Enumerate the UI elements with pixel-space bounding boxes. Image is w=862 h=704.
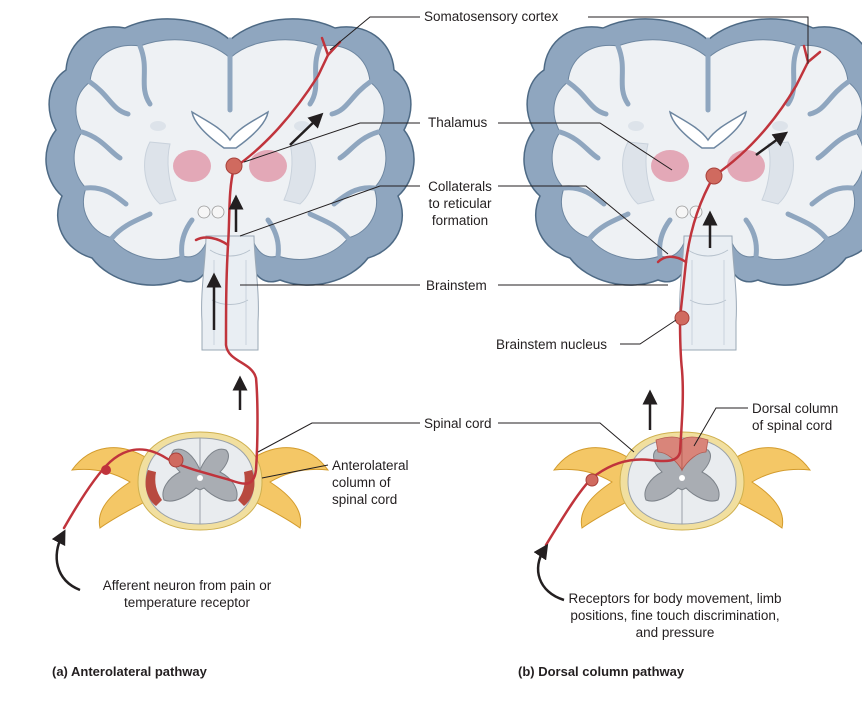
dorsal-column-line-2: of spinal cord xyxy=(752,418,833,433)
receptors-label: Receptors for body movement, limb positi… xyxy=(540,590,810,641)
brain-coronal-b xyxy=(524,19,862,350)
neuron-bodies-a xyxy=(101,157,243,475)
spinal-cord-section-b xyxy=(553,431,811,531)
afferent-line-1: Afferent neuron from pain or xyxy=(102,578,272,593)
caption-anterolateral: (a) Anterolateral pathway xyxy=(52,664,207,679)
spinal-cord-section-a xyxy=(71,431,329,531)
caption-dorsal-column: (b) Dorsal column pathway xyxy=(518,664,685,679)
collaterals-line-2: to reticular xyxy=(428,196,492,211)
anterolateral-line-3: spinal cord xyxy=(332,492,398,507)
anterolateral-line-2: column of xyxy=(332,475,391,490)
leader-lines xyxy=(239,16,809,479)
collaterals-line-1: Collaterals xyxy=(428,179,492,194)
neuron-bodies-b xyxy=(585,167,723,487)
afferent-neuron-label: Afferent neuron from pain or temperature… xyxy=(72,577,302,611)
receptors-line-1: Receptors for body movement, limb xyxy=(568,591,782,606)
spinal-cord-label: Spinal cord xyxy=(424,416,492,431)
afferent-line-2: temperature receptor xyxy=(123,595,251,610)
direction-arrows-a xyxy=(51,112,324,592)
thalamus-label: Thalamus xyxy=(428,115,488,130)
brainstem-label: Brainstem xyxy=(426,278,487,293)
anterolateral-column-label: Anterolateral column of spinal cord xyxy=(332,457,409,508)
collaterals-line-3: formation xyxy=(431,213,489,228)
collaterals-label: Collaterals to reticular formation xyxy=(420,178,500,229)
brainstem-nucleus-label: Brainstem nucleus xyxy=(496,337,608,352)
somatosensory-cortex-label: Somatosensory cortex xyxy=(424,9,559,24)
anterolateral-pathway-line xyxy=(62,36,342,530)
receptors-line-2: positions, fine touch discrimination, xyxy=(570,608,780,623)
dorsal-column-label: Dorsal column of spinal cord xyxy=(752,400,838,434)
dorsal-column-line-1: Dorsal column xyxy=(752,401,839,416)
anterolateral-line-1: Anterolateral xyxy=(332,458,409,473)
receptors-line-3: and pressure xyxy=(635,625,715,640)
direction-arrows-b xyxy=(533,131,789,602)
